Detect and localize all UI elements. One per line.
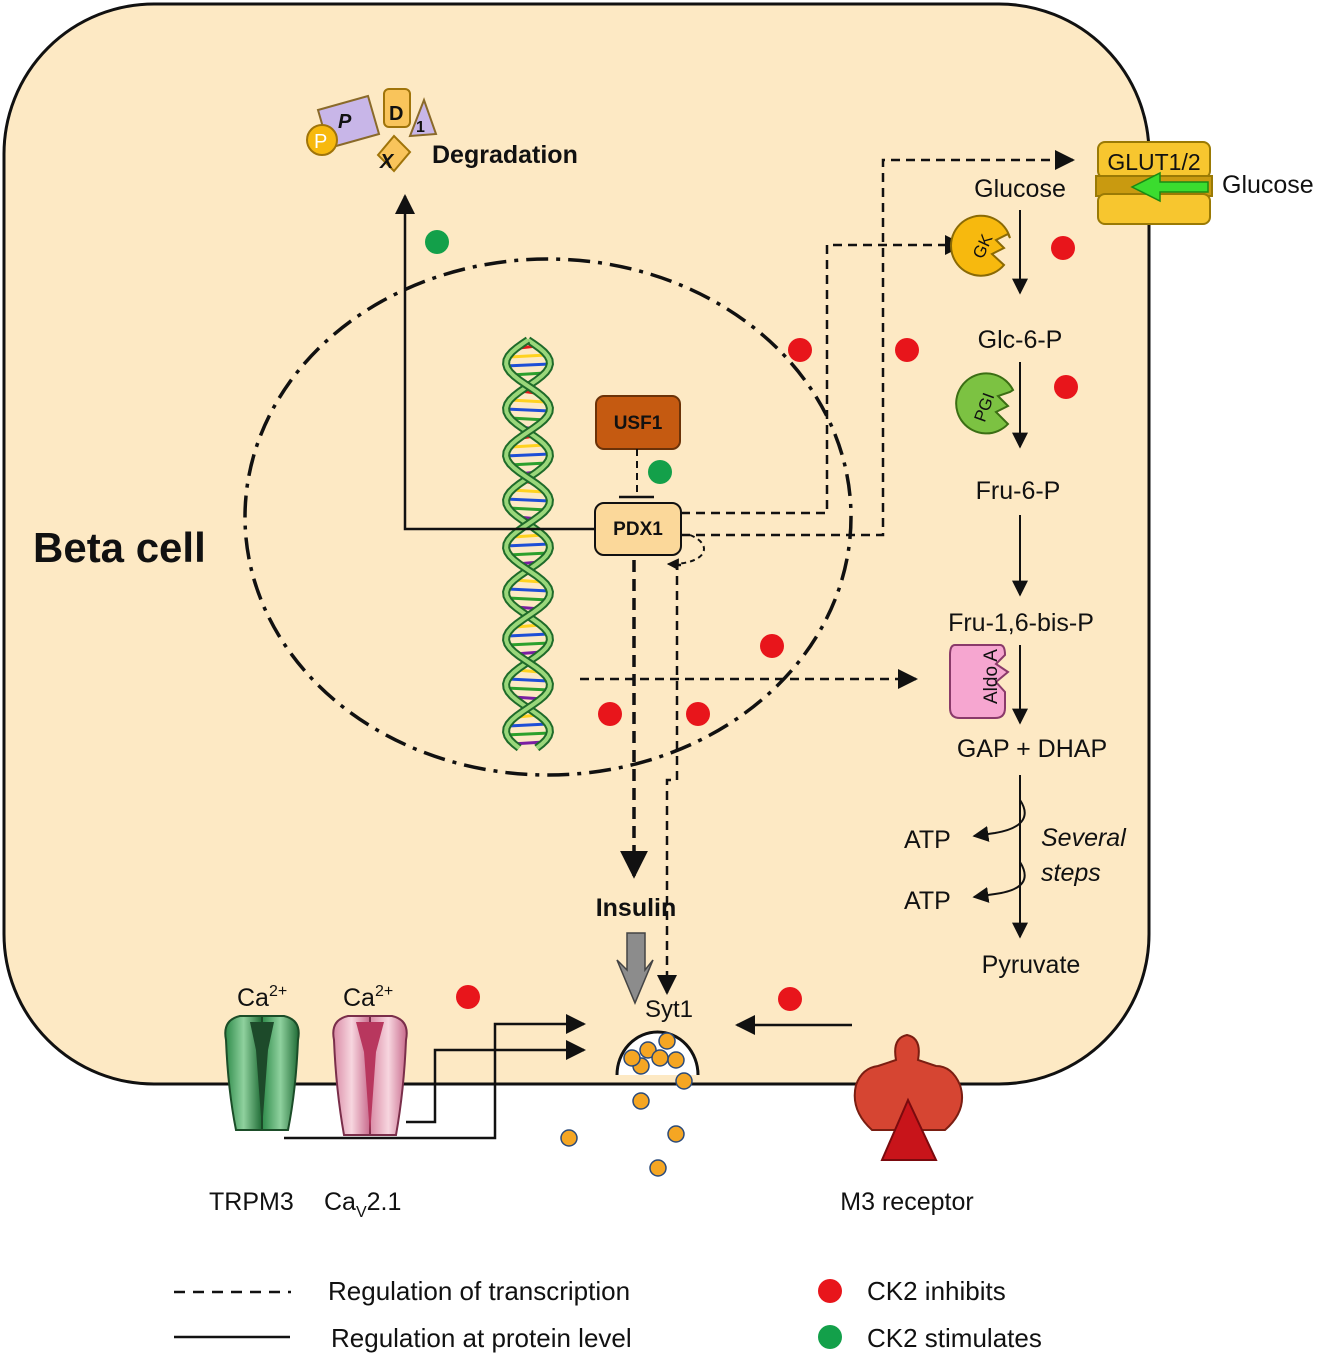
dna-base-pair <box>510 443 546 449</box>
dna-base-pair <box>505 407 551 413</box>
pdx1-degradation-arrow <box>395 194 595 531</box>
ck2-inhibit-m3 <box>778 987 802 1011</box>
svg-text:P: P <box>314 131 327 153</box>
dna-base-pair <box>507 596 549 602</box>
dna-base-pair <box>507 551 549 557</box>
dna-base-pair <box>505 452 551 458</box>
dna-base-pair <box>505 362 551 368</box>
insulin-granule <box>649 1159 667 1177</box>
atp-2: ATP <box>904 887 951 915</box>
dna-helix <box>502 336 554 752</box>
fru16bp-label: Fru-1,6-bis-P <box>948 609 1094 637</box>
insulin-vesicle-arrow <box>616 932 654 1005</box>
trpm3-syt1-arrow <box>284 1014 586 1140</box>
several-steps-1: Several <box>1041 824 1127 852</box>
insulin-granule <box>632 1092 650 1110</box>
nucleus-boundary <box>243 257 853 777</box>
dna-base-pair <box>506 542 550 548</box>
several-steps-2: steps <box>1041 859 1101 887</box>
ca-label-left: Ca2+ <box>237 983 287 1012</box>
legend-solid-label: Regulation at protein level <box>331 1323 632 1353</box>
glut-transporter <box>1095 141 1213 225</box>
insulin-granule <box>651 1049 669 1067</box>
atp-branch-2 <box>972 861 1026 903</box>
dna-base-pair <box>508 722 548 728</box>
cell-title: Beta cell <box>33 524 206 571</box>
dna-base-pair <box>509 398 547 404</box>
cav21-channel <box>332 1015 408 1136</box>
degradation-label: Degradation <box>432 141 578 169</box>
ck2-inhibit-aldoa <box>760 634 784 658</box>
ck2-stimulate-usf1 <box>648 460 672 484</box>
gk-enzyme: GK <box>950 214 1011 277</box>
glucose-uptake-arrow <box>1130 171 1209 203</box>
insulin-granule <box>667 1125 685 1143</box>
dna-base-pair <box>506 497 550 503</box>
aldoa-enzyme: Aldo A <box>949 644 1010 719</box>
ck2-inhibit-gk-transcription <box>788 338 812 362</box>
ck2-inhibit-gk <box>1051 236 1075 260</box>
dna-strand-highlight <box>504 338 552 750</box>
pdx1-gk-arrow <box>681 235 965 515</box>
dna-base-pair <box>506 686 550 692</box>
cav21-label: CaV2.1 <box>324 1188 401 1221</box>
atp-branch-1 <box>972 799 1026 842</box>
dna-base-pair <box>509 353 547 359</box>
ck2-inhibit-pgi <box>1054 375 1078 399</box>
usf1-label: USF1 <box>614 413 663 434</box>
dna-base-pair <box>506 641 550 647</box>
ca-label-right: Ca2+ <box>343 983 393 1012</box>
svg-text:D: D <box>389 103 403 125</box>
pdx1-label: PDX1 <box>613 519 663 540</box>
fru6p-label: Fru-6-P <box>976 477 1061 505</box>
pyruvate-label: Pyruvate <box>982 951 1081 979</box>
svg-text:X: X <box>379 151 395 173</box>
glucose-inside: Glucose <box>974 175 1066 203</box>
insulin-label: Insulin <box>596 894 677 922</box>
dna-strand-highlight <box>504 338 552 750</box>
trpm3-channel <box>224 1015 300 1131</box>
svg-text:Aldo A: Aldo A <box>981 649 1002 704</box>
dna-base-pair <box>507 632 549 638</box>
insulin-granule <box>658 1032 676 1050</box>
degraded-pdx1-fragments: P P D 1 X <box>306 88 438 173</box>
svg-text:P: P <box>338 111 352 133</box>
glut-label: GLUT1/2 <box>1107 149 1200 175</box>
insulin-granule <box>639 1041 657 1059</box>
ck2-inhibit-glut-transcription <box>895 338 919 362</box>
legend-inhibit-dot <box>818 1279 842 1303</box>
glucose-outside: Glucose <box>1222 171 1314 199</box>
m3-label: M3 receptor <box>840 1188 973 1216</box>
legend-stimulate-dot <box>818 1325 842 1349</box>
insulin-granule <box>675 1072 693 1090</box>
dna-base-pair <box>506 731 550 737</box>
cell-membrane <box>2 2 1151 1086</box>
pgi-enzyme: PGI <box>955 372 1015 435</box>
insulin-granule <box>623 1049 641 1067</box>
cav21-syt1-arrow <box>406 1040 586 1124</box>
insulin-granules <box>560 1032 693 1177</box>
ck2-stimulate-degradation <box>425 230 449 254</box>
m3-receptor <box>853 1033 964 1161</box>
ck2-markers <box>425 230 1078 1011</box>
dna-base-pair <box>507 677 549 683</box>
legend: Regulation of transcription Regulation a… <box>174 1276 1042 1353</box>
ck2-inhibit-channels <box>456 985 480 1009</box>
legend-stimulate-label: CK2 stimulates <box>867 1323 1042 1353</box>
dna-base-pair <box>506 587 550 593</box>
ck2-inhibit-insulin <box>598 702 622 726</box>
pdx1-syt1-arrow <box>657 563 681 995</box>
glc6p-label: Glc-6-P <box>978 326 1063 354</box>
ck2-inhibit-syt1 <box>686 702 710 726</box>
insulin-granule <box>667 1051 685 1069</box>
legend-inhibit-label: CK2 inhibits <box>867 1276 1006 1306</box>
trpm3-label: TRPM3 <box>209 1188 294 1216</box>
svg-text:1: 1 <box>416 119 425 136</box>
gap-dhap-label: GAP + DHAP <box>957 735 1107 763</box>
atp-1: ATP <box>904 826 951 854</box>
legend-dashed-label: Regulation of transcription <box>328 1276 630 1306</box>
syt1-label: Syt1 <box>645 996 693 1023</box>
insulin-granule <box>560 1129 578 1147</box>
